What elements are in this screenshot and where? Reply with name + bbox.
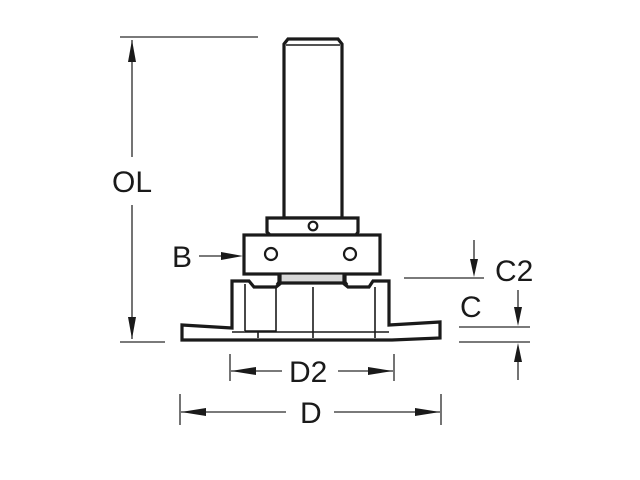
arrow-down-icon [470, 259, 478, 277]
bearing [242, 233, 382, 276]
cutter-body [180, 279, 442, 342]
dimension-d2: D2 [229, 354, 395, 389]
arrow-right-icon [221, 252, 243, 260]
label-d: D [300, 397, 322, 430]
label-d2: D2 [289, 356, 327, 389]
label-ol: OL [112, 166, 152, 199]
dimension-c2: C2 [404, 240, 533, 288]
bearing-hole-right [342, 246, 358, 262]
dimension-ol: OL [112, 36, 258, 343]
arrow-left-icon [231, 367, 256, 375]
label-c2: C2 [495, 255, 533, 288]
bearing-hole-left [263, 246, 279, 262]
arrow-up-icon [128, 40, 136, 62]
arrow-left-icon [181, 408, 206, 416]
label-c: C [460, 291, 482, 324]
shank [282, 37, 344, 220]
arrow-down-icon [514, 307, 522, 326]
label-b: B [172, 241, 192, 274]
dimension-b: B [172, 241, 243, 274]
dimension-d: D [179, 394, 442, 430]
arrow-down-icon [128, 317, 136, 339]
upper-collar [265, 216, 360, 237]
arrow-up-icon [514, 343, 522, 362]
dimension-c: C [459, 290, 530, 380]
collar-screw-hole [307, 220, 319, 232]
arrow-right-icon [368, 367, 393, 375]
arrow-right-icon [415, 408, 440, 416]
